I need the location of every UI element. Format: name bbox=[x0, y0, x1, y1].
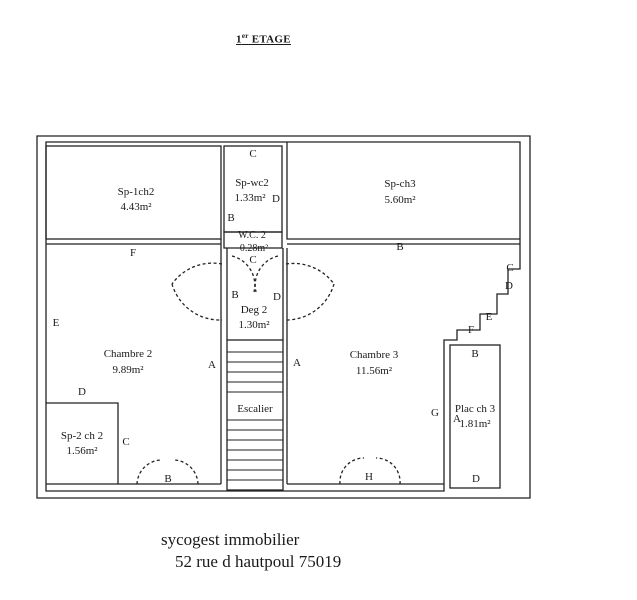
floor-title: 1er ETAGE bbox=[236, 32, 291, 46]
wall-letter: D bbox=[505, 280, 513, 292]
wall-letter: H bbox=[365, 471, 373, 483]
wall-letter: E bbox=[486, 311, 493, 323]
outer-wall-inner bbox=[45, 141, 521, 492]
door-arc-chambre2-top bbox=[171, 262, 223, 285]
room-chambre3-area: 11.56m² bbox=[356, 365, 393, 377]
wall-letter: B bbox=[164, 473, 171, 485]
room-sp-ch2-area: 4.43m² bbox=[120, 201, 152, 213]
door-arc-chambre3-top bbox=[285, 262, 335, 285]
wall-letter: D bbox=[78, 386, 86, 398]
room-sp2-ch2-area: 1.56m² bbox=[66, 445, 98, 457]
wall-letter: C bbox=[506, 262, 513, 274]
outer-wall bbox=[36, 135, 531, 499]
door-arc-chambre2-top-2 bbox=[171, 283, 223, 321]
door-bottom-right bbox=[339, 457, 401, 485]
door-arc-deg-right bbox=[254, 255, 279, 293]
staircase-outline bbox=[226, 339, 284, 491]
room-deg2-name: Deg 2 bbox=[241, 304, 268, 316]
room-sp-ch2-name: Sp-1ch2 bbox=[118, 186, 155, 198]
room-deg2-area: 1.30m² bbox=[238, 319, 270, 331]
wall-letter: D bbox=[272, 193, 280, 205]
room-wc2-area: 0.28m² bbox=[240, 243, 268, 254]
staircase-treads bbox=[227, 351, 283, 481]
room-sp-ch3-name: Sp-ch3 bbox=[384, 178, 416, 190]
room-wc2-walls bbox=[223, 231, 283, 249]
room-sp-wc2-name: Sp-wc2 bbox=[235, 177, 269, 189]
wall-letter: F bbox=[468, 324, 474, 336]
room-plac-ch3-area: 1.81m² bbox=[459, 418, 491, 430]
room-sp-ch3-walls bbox=[286, 142, 520, 240]
wall-letter: B bbox=[471, 348, 478, 360]
wall-letter: C bbox=[249, 254, 256, 266]
room-chambre3-name: Chambre 3 bbox=[350, 349, 399, 361]
wall-letter: D bbox=[273, 291, 281, 303]
room-chambre2-name: Chambre 2 bbox=[104, 348, 153, 360]
room-sp-ch2-walls bbox=[45, 145, 222, 240]
room-sp-wc2-area: 1.33m² bbox=[234, 192, 266, 204]
door-bottom-left bbox=[136, 459, 199, 485]
wall-letter: B bbox=[227, 212, 234, 224]
room-chambre2-area: 9.89m² bbox=[112, 364, 144, 376]
wall-letter: F bbox=[130, 247, 136, 259]
wall-letter: C bbox=[122, 436, 129, 448]
wall-letter: A bbox=[208, 359, 216, 371]
room-sp2-ch2-walls bbox=[46, 402, 119, 484]
door-arc-chambre3-top-2 bbox=[285, 283, 335, 321]
room-sp2-ch2-name: Sp-2 ch 2 bbox=[61, 430, 103, 442]
room-plac-ch3-walls bbox=[449, 344, 501, 489]
wall-letter: B bbox=[396, 241, 403, 253]
wall-letter: D bbox=[472, 473, 480, 485]
wall-letter: E bbox=[53, 317, 60, 329]
room-plac-ch3-name: Plac ch 3 bbox=[455, 403, 496, 415]
wall-letter: B bbox=[231, 289, 238, 301]
door-arc-deg-left bbox=[231, 255, 256, 293]
company-address: 52 rue d hautpoul 75019 bbox=[175, 552, 342, 571]
wall-letter: C bbox=[249, 148, 256, 160]
wall-letter: G bbox=[431, 407, 439, 419]
company-name: sycogest immobilier bbox=[161, 530, 300, 549]
wall-letter: A bbox=[293, 357, 301, 369]
room-wc2-name: W.C. 2 bbox=[238, 230, 266, 241]
room-sp-ch3-area: 5.60m² bbox=[384, 194, 416, 206]
wall-letter: A bbox=[453, 413, 461, 425]
room-escalier-name: Escalier bbox=[237, 403, 273, 415]
